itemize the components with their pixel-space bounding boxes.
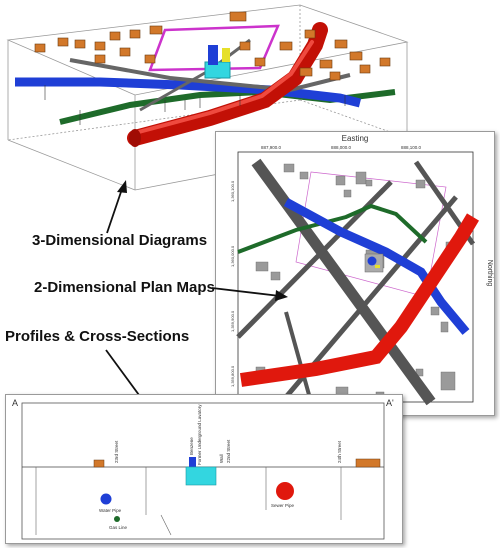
three-d-buildings [34, 11, 391, 81]
profile-label-gas-line: Gas Line [109, 525, 128, 530]
three-d-plume [222, 48, 230, 62]
caption-two-d: 2-Dimensional Plan Maps [34, 279, 215, 296]
profile-right-end: A' [386, 398, 394, 408]
plan-sewer-pipe [239, 213, 480, 387]
profile-label-23rd-street: 23rd Street [114, 440, 119, 463]
northing-tick: 1,359,800.0 [230, 365, 235, 387]
easting-tick: 887,900.0 [261, 145, 282, 150]
three-d-sewer-pipe-highlight [133, 40, 314, 135]
caption-profiles: Profiles & Cross-Sections [5, 328, 190, 345]
northing-tick: 1,360,000.0 [230, 245, 235, 267]
three-d-pin-lines [44, 85, 346, 125]
profile-label-wall: Wall [219, 454, 224, 463]
profile-benzene [189, 457, 196, 467]
profile-sewer-pipe [276, 482, 294, 500]
three-d-diagram [6, 4, 409, 191]
profile-panel: A A' 23rd Street Wall 22nd Street 24th S… [5, 394, 403, 544]
profile-building-right [355, 458, 381, 468]
plan-map-side-label: Northing [486, 260, 493, 287]
arrow-three-d [106, 180, 127, 234]
plan-benzene-plume [367, 256, 377, 266]
easting-tick: 888,100.0 [401, 145, 422, 150]
profile-label-22nd-street: 22nd Street [226, 439, 231, 463]
profile-label-sewer-pipe: Sewer Pipe [271, 503, 295, 508]
three-d-benzene [208, 45, 218, 65]
plan-benzene-marker [375, 265, 380, 268]
three-d-sewer-pipe [127, 22, 328, 146]
plan-gas-line [237, 203, 428, 254]
plan-water-pipe [283, 198, 470, 335]
profile-section: A A' 23rd Street Wall 22nd Street 24th S… [12, 398, 394, 540]
profile-left-end: A [12, 398, 18, 408]
northing-tick: 1,360,100.0 [230, 180, 235, 202]
three-d-sewer-pipe-end [129, 129, 141, 147]
profile-gas-line [114, 516, 120, 522]
arrow-two-d [211, 287, 288, 301]
profile-label-benzene: Benzene [189, 437, 194, 455]
three-d-street [69, 58, 351, 93]
plan-map-title: Easting [342, 134, 369, 143]
profile-label-tank: Former Underground Lavatory [197, 404, 202, 465]
profile-wells [35, 467, 342, 536]
caption-three-d: 3-Dimensional Diagrams [32, 232, 208, 249]
profile-label-water-pipe: Water Pipe [99, 508, 122, 513]
plan-map-panel: Easting Northing 887,900.0 888,000.0 888… [215, 131, 495, 416]
profile-tank [185, 466, 217, 486]
easting-tick: 888,000.0 [331, 145, 352, 150]
three-d-water-pipe [15, 77, 362, 108]
northing-tick: 1,359,900.0 [230, 310, 235, 332]
profile-building-left [93, 459, 105, 468]
profile-water-pipe [100, 493, 112, 505]
plan-map: Easting Northing 887,900.0 888,000.0 888… [230, 134, 493, 406]
profile-label-24th-street: 24th Street [337, 440, 342, 463]
